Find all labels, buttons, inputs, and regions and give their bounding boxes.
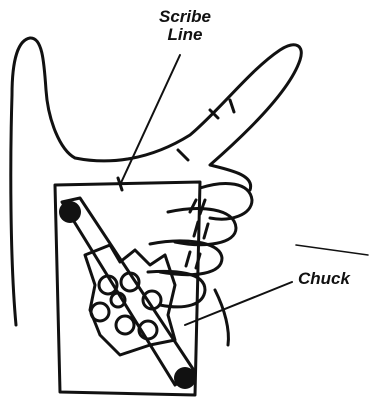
scribe-line-leader	[120, 55, 180, 185]
bolt-5	[116, 316, 134, 334]
palm-edge	[215, 290, 228, 345]
bar-pin-top	[59, 201, 81, 223]
bolt-4	[91, 303, 109, 321]
fingernail-2	[194, 222, 208, 238]
chuck-leader	[185, 282, 292, 325]
bar-pin-bottom	[174, 367, 196, 389]
finger-2	[168, 209, 236, 245]
fingernail-1	[190, 200, 205, 214]
scribe-label-line-2: Line	[150, 26, 220, 44]
scribe-line-label: Scribe Line	[150, 8, 220, 44]
chuck-label: Chuck	[298, 270, 368, 288]
scribe-label-line-1: Scribe	[150, 8, 220, 26]
background-stroke	[296, 245, 368, 255]
